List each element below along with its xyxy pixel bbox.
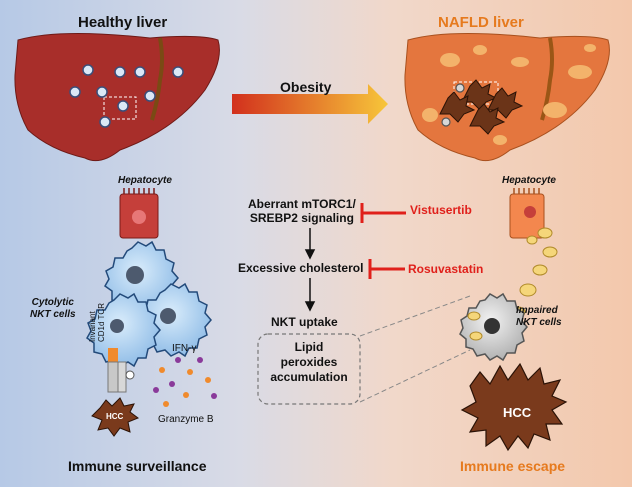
cytolytic-nkt-label: Cytolytic NKT cells [30,297,76,321]
hepatocyte-label-right: Hepatocyte [502,175,556,186]
inhibitor-rosuvastatin [368,259,405,279]
receptor-line-1: Invariant [88,311,97,342]
pathway-step-mtorc1: Aberrant mTORC1/ SREBP2 signaling [248,197,356,225]
zoom-line-upper [359,295,471,337]
nafld-liver-title: NAFLD liver [438,14,524,31]
cytolytic-line-2: NKT cells [30,309,76,320]
healthy-hepatocyte [119,188,159,239]
inhibitor-vistusertib [360,203,406,223]
healthy-liver-title: Healthy liver [78,14,168,31]
step1-line-1: Aberrant mTORC1/ [248,197,356,211]
receptor-label: Invariant CD1d TCR [88,303,106,342]
hepatocyte-label-left: Hepatocyte [118,175,172,186]
lipid-peroxide-box [257,333,361,405]
receptor-line-2: CD1d [97,321,106,342]
granzyme-b-label: Granzyme B [158,414,214,425]
immune-surveillance-label: Immune surveillance [68,458,207,474]
healthy-liver [14,32,220,162]
impaired-line-1: Impaired [516,305,558,316]
nafld-liver-tumor-nodules [439,79,524,135]
impaired-line-2: NKT cells [516,317,562,328]
cytolytic-nkt-cell [137,282,212,358]
small-hcc-cell [91,397,140,437]
obesity-arrow [232,84,388,124]
cytolytic-nkt-cell [86,292,161,368]
receptor-line-3: TCR [97,303,106,320]
ifn-gamma-label: IFN-γ [172,343,197,354]
hcc-label-small: HCC [106,412,124,421]
pathway-arrows [304,228,316,312]
impaired-nkt-cell [459,292,528,362]
healthy-liver-nkt-cells [69,64,184,128]
lipid-line-1: Lipid [294,340,324,354]
zoom-line-lower [359,349,471,403]
obesity-label: Obesity [280,79,332,95]
hcc-label-large: HCC [503,405,532,420]
lipid-line-2: peroxides [280,355,338,369]
step1-line-2: SREBP2 signaling [249,211,354,225]
immune-escape-label: Immune escape [460,458,566,474]
impaired-nkt-label: Impaired NKT cells [516,305,562,329]
cd1d-tcr-synapse [107,348,135,393]
pathway-step-cholesterol: Excessive cholesterol [238,261,364,275]
cytokine-dots [153,357,217,407]
cytolytic-line-1: Cytolytic [31,297,74,308]
large-hcc-cluster [460,362,568,452]
lipid-line-3: accumulation [270,370,348,384]
nafld-liver-nkt-cells [441,83,465,127]
rosuvastatin-label: Rosuvastatin [408,262,484,276]
pathway-step-nkt-uptake: NKT uptake [271,315,338,329]
vistusertib-label: Vistusertib [410,203,472,217]
nafld-hepatocyte [509,188,545,239]
lipid-peroxides-label: Lipid peroxides accumulation [266,340,352,385]
